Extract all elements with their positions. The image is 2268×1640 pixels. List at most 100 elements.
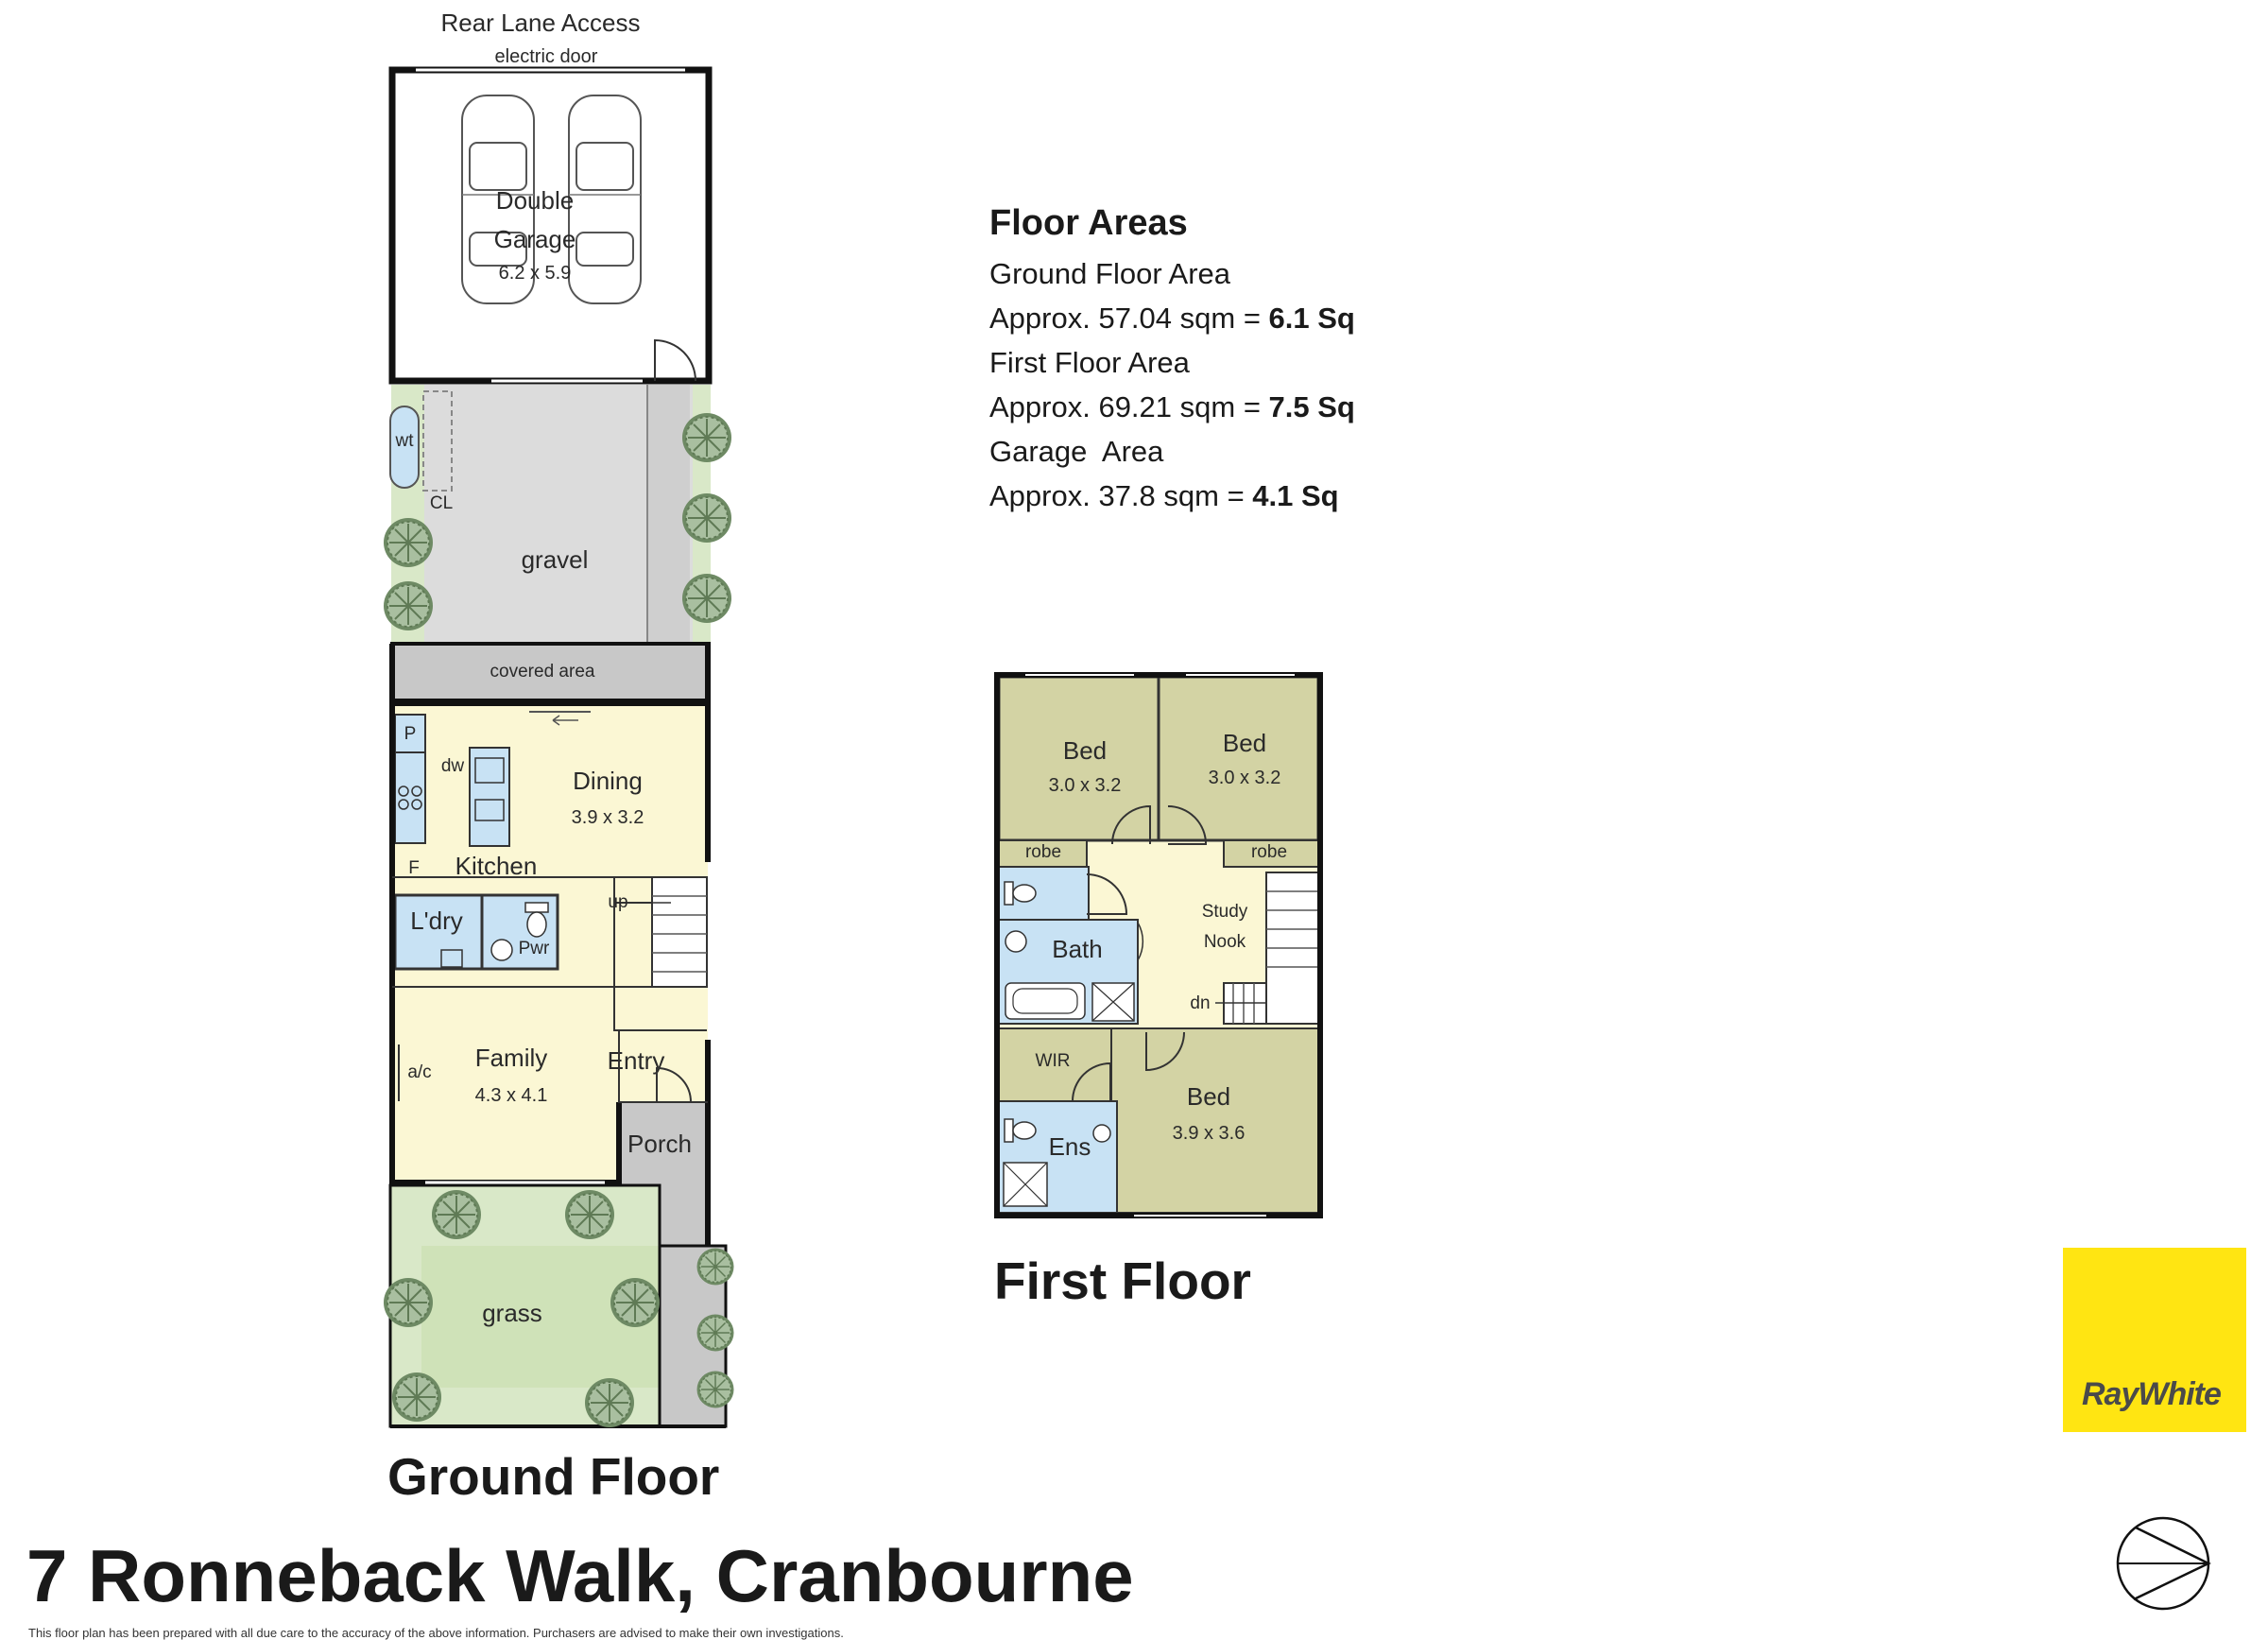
study-nook-label: Study xyxy=(1202,902,1248,922)
first-floor-area-label: First Floor Area xyxy=(989,346,1190,379)
clothesline xyxy=(422,390,453,492)
bedroom-1-dims: 3.0 x 3.2 xyxy=(1049,775,1122,796)
basin-icon xyxy=(1092,1124,1111,1143)
robe-2-label: robe xyxy=(1251,842,1287,862)
tree-icon xyxy=(696,1370,735,1409)
pantry-label: P xyxy=(404,724,417,744)
ac-label: a/c xyxy=(407,1062,431,1082)
first-floor-area-value: Approx. 69.21 sqm = 7.5 Sq xyxy=(989,385,1481,429)
garage-dims: 6.2 x 5.9 xyxy=(499,263,572,284)
robe-2 xyxy=(1223,839,1319,868)
wir-label: WIR xyxy=(1036,1051,1071,1071)
rear-lane-label: Rear Lane Access xyxy=(440,9,640,37)
floor-areas-title: Floor Areas xyxy=(989,203,1188,243)
porch-label: Porch xyxy=(627,1130,692,1158)
ground-floor-sq: 6.1 Sq xyxy=(1268,302,1355,335)
garage-label: Garage xyxy=(494,225,576,253)
first-floor-title: First Floor xyxy=(994,1252,1251,1310)
tree-icon xyxy=(383,1277,434,1328)
door-swing-icon xyxy=(1086,873,1128,915)
study-nook-label: Nook xyxy=(1204,932,1246,952)
property-address: 7 Ronneback Walk, Cranbourne xyxy=(26,1534,1134,1617)
bedroom-3 xyxy=(1110,1027,1319,1214)
shower-icon xyxy=(1091,982,1135,1022)
garage: Double Garage 6.2 x 5.9 xyxy=(388,66,713,385)
laundry-label: L'dry xyxy=(410,906,463,935)
stairs-icon xyxy=(613,876,708,1031)
tree-icon xyxy=(696,1247,735,1286)
ensuite-label: Ens xyxy=(1049,1132,1091,1161)
door-swing-icon xyxy=(1145,1031,1185,1072)
garage-label: Double xyxy=(496,186,574,215)
bedroom-3-label: Bed xyxy=(1187,1082,1230,1111)
bedroom-1-label: Bed xyxy=(1063,736,1107,765)
water-tank-label: wt xyxy=(395,431,415,451)
tree-icon xyxy=(681,573,732,624)
tree-icon xyxy=(383,580,434,631)
bedroom-2-dims: 3.0 x 3.2 xyxy=(1209,768,1281,788)
family-label: Family xyxy=(475,1044,548,1072)
toilet-icon xyxy=(524,902,549,938)
tree-icon xyxy=(696,1313,735,1353)
kitchen-label: Kitchen xyxy=(455,852,538,880)
ground-floor-plan: Rear Lane Access electric door Double Ga… xyxy=(383,9,735,1428)
door-swing-icon xyxy=(1137,922,1144,961)
robe-1-label: robe xyxy=(1025,842,1061,862)
covered-area-label: covered area xyxy=(490,662,595,682)
basin-icon xyxy=(1005,930,1027,953)
tree-icon xyxy=(391,1372,442,1423)
garage-approx: Approx. 37.8 sqm = xyxy=(989,479,1253,512)
tree-icon xyxy=(681,412,732,463)
bath-label: Bath xyxy=(1052,935,1103,963)
kitchen-bench xyxy=(394,751,426,844)
tree-icon xyxy=(610,1277,661,1328)
ground-floor-area-label: Ground Floor Area xyxy=(989,257,1231,290)
water-tank xyxy=(389,406,420,489)
bath-icon xyxy=(1005,982,1086,1020)
electric-door-label: electric door xyxy=(495,46,598,67)
first-floor-approx: Approx. 69.21 sqm = xyxy=(989,390,1269,423)
kitchen-island xyxy=(469,747,510,847)
disclaimer-text: This floor plan has been prepared with a… xyxy=(28,1626,844,1640)
bedroom-3-dims: 3.9 x 3.6 xyxy=(1173,1123,1246,1144)
garage-sq: 4.1 Sq xyxy=(1252,479,1339,512)
tree-icon xyxy=(681,492,732,544)
garage-area-label: Garage Area xyxy=(989,435,1164,468)
entry-label: Entry xyxy=(608,1046,665,1075)
stairs-icon xyxy=(1215,872,1319,1025)
family-dims: 4.3 x 4.1 xyxy=(475,1085,548,1106)
tree-icon xyxy=(584,1377,635,1428)
compass-icon xyxy=(2116,1516,2211,1611)
first-floor-sq: 7.5 Sq xyxy=(1268,390,1355,423)
powder-label: Pwr xyxy=(519,939,550,958)
dining-dims: 3.9 x 3.2 xyxy=(572,807,644,828)
bedroom-2 xyxy=(1157,675,1320,842)
logo-text: RayWhite xyxy=(2082,1376,2222,1412)
toilet-icon xyxy=(1004,1118,1037,1143)
sink-icon xyxy=(474,757,505,821)
car-icon xyxy=(568,95,642,304)
stove-icon xyxy=(398,785,422,810)
gravel-label: gravel xyxy=(522,545,589,574)
door-swing-icon xyxy=(656,1066,692,1103)
basin-icon xyxy=(490,939,513,961)
first-floor-plan: Bed 3.0 x 3.2 robe Bed 3.0 x 3.2 robe Ba… xyxy=(994,672,1323,1218)
ground-floor-approx: Approx. 57.04 sqm = xyxy=(989,302,1269,335)
shower-icon xyxy=(1003,1162,1048,1207)
floor-areas-panel: Floor Areas Ground Floor Area Approx. 57… xyxy=(989,203,1481,518)
clothesline-label: CL xyxy=(430,493,453,513)
tree-icon xyxy=(383,517,434,568)
dining-label: Dining xyxy=(573,767,643,795)
raywhite-logo: RayWhite xyxy=(2063,1248,2246,1432)
ground-floor-title: Ground Floor xyxy=(387,1447,720,1506)
door-swing-icon xyxy=(654,338,696,382)
fridge-label: F xyxy=(408,858,420,878)
tree-icon xyxy=(431,1189,482,1240)
door-swing-icon xyxy=(1167,805,1208,845)
door-swing-icon xyxy=(1072,1062,1111,1102)
dishwasher-label: dw xyxy=(441,756,465,776)
door-swing-icon xyxy=(1111,804,1151,845)
ground-floor-area-value: Approx. 57.04 sqm = 6.1 Sq xyxy=(989,296,1481,340)
stairs-down-label: dn xyxy=(1190,993,1210,1013)
